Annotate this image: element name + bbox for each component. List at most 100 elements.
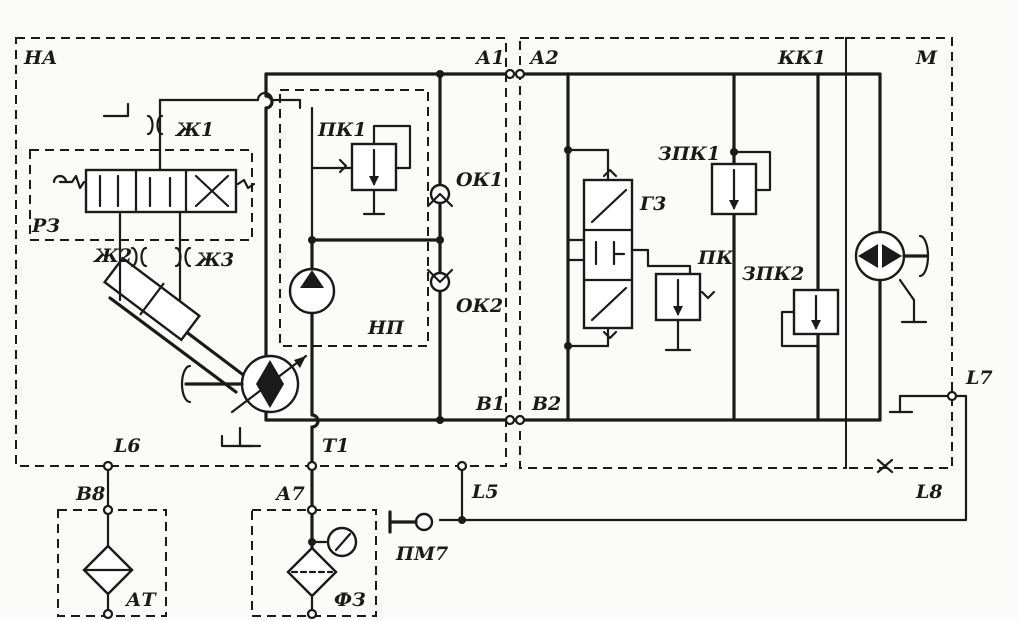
motor-tank (888, 394, 914, 414)
label-b1: В1 (475, 393, 505, 415)
label-zh2: Ж2 (92, 245, 132, 267)
junction-1 (436, 70, 444, 78)
drain-line (438, 394, 968, 522)
choke-zh1 (146, 114, 164, 136)
port-a1 (504, 68, 516, 80)
port-t1 (306, 460, 318, 472)
ok2-seat (426, 268, 454, 284)
junction-7 (730, 148, 738, 156)
g3-spring-bottom (602, 330, 618, 340)
label-l7: L7 (965, 367, 993, 389)
pk1-arrowhead (369, 176, 379, 186)
label-l6: L6 (113, 435, 141, 457)
dist-cross-2 (194, 174, 230, 208)
motor-drain (898, 278, 928, 324)
junction-8 (458, 516, 466, 524)
pump-tank (220, 434, 254, 448)
choke-zh3 (174, 246, 192, 268)
feed-pump-unit (288, 124, 412, 315)
control-unit (566, 148, 840, 352)
junction-5 (564, 146, 572, 154)
label-g3: Г3 (639, 193, 666, 215)
label-zh1: Ж1 (174, 119, 214, 141)
dist-actuator (52, 174, 68, 184)
port-l6 (102, 460, 114, 472)
pk-tank (664, 318, 692, 352)
label-m: М (915, 47, 938, 69)
junction-6 (564, 342, 572, 350)
pk1-tank (362, 188, 386, 216)
label-l5: L5 (471, 481, 499, 503)
check-valves (426, 183, 454, 293)
motor-triangle-left (858, 244, 878, 268)
label-pm7: ПМ7 (395, 543, 448, 565)
distributor-boundary (29, 149, 253, 241)
motor-unit-boundary (845, 37, 953, 469)
label-a7: А7 (274, 483, 305, 505)
pk-spring (700, 290, 716, 300)
port-a2 (514, 68, 526, 80)
junction-9 (308, 538, 316, 546)
port-b1 (504, 414, 516, 426)
label-a1: А1 (474, 47, 505, 69)
ports (102, 68, 958, 620)
filter (286, 526, 358, 616)
main-left-line (264, 72, 274, 422)
g3-arrow-2 (590, 286, 628, 322)
pump-triangle-down (256, 384, 284, 408)
filter-gauge-needle (334, 532, 352, 552)
label-zh3: Ж3 (194, 249, 234, 271)
heat-exchanger (82, 544, 134, 616)
pk-pilot (630, 248, 692, 276)
label-ok2: ОК2 (456, 295, 503, 317)
label-zpk1: ЗПК1 (658, 143, 720, 165)
label-b8: В8 (75, 483, 105, 505)
pk-arrowhead (673, 306, 683, 316)
motor-line (848, 72, 882, 422)
pump-arrowhead (294, 356, 306, 368)
label-ok1: ОК1 (456, 169, 503, 191)
label-np: НП (367, 317, 405, 339)
pump-drive-rod-2 (108, 296, 238, 394)
zpk2-pilot (780, 310, 820, 348)
port-at-out (102, 608, 114, 620)
distributor-outlets (118, 210, 182, 302)
label-ha: НА (23, 47, 57, 69)
pressure-gauge (388, 510, 434, 534)
pipelines (106, 72, 968, 562)
label-rz: РЗ (31, 215, 60, 237)
port-l7 (946, 390, 958, 402)
motor-triangle-right (882, 244, 902, 268)
label-t1: Т1 (322, 435, 349, 457)
junctions (308, 70, 738, 546)
label-a2: А2 (528, 47, 559, 69)
pk1-pilot (372, 124, 412, 170)
control-line (158, 91, 302, 110)
labels: НА А1 А2 КК1 М ПК1 Ж1 РЗ ОК1 ОК2 Ж2 Ж3 Н… (23, 47, 993, 611)
dist-spring-right (236, 178, 256, 190)
distributor-tank (102, 102, 130, 118)
choke-zh2 (130, 246, 148, 268)
zpk1-arrowhead (729, 200, 739, 210)
port-a7 (306, 504, 318, 516)
dist-spring-left (58, 174, 86, 190)
motor-rotation-mark (918, 234, 930, 278)
junction-2 (436, 236, 444, 244)
feed-pump-triangle (300, 270, 324, 288)
g3-arrow-1 (590, 188, 628, 224)
g3-ports (566, 238, 586, 262)
shaft-rotation-mark (180, 364, 192, 404)
pump-drain (238, 426, 262, 448)
zpk2-arrowhead (811, 320, 821, 330)
label-fz: ФЗ (334, 589, 366, 611)
l8-throttle (876, 458, 894, 474)
label-b2: В2 (531, 393, 561, 415)
g3-spring-top (602, 168, 618, 178)
label-zpk2: ЗПК2 (742, 263, 804, 285)
feed-pump-boundary (279, 89, 429, 347)
g3-connections (566, 148, 610, 348)
port-b2 (514, 414, 526, 426)
label-pk: ПК (697, 247, 734, 269)
label-l8: L8 (915, 481, 943, 503)
pk1-spring (338, 158, 348, 174)
